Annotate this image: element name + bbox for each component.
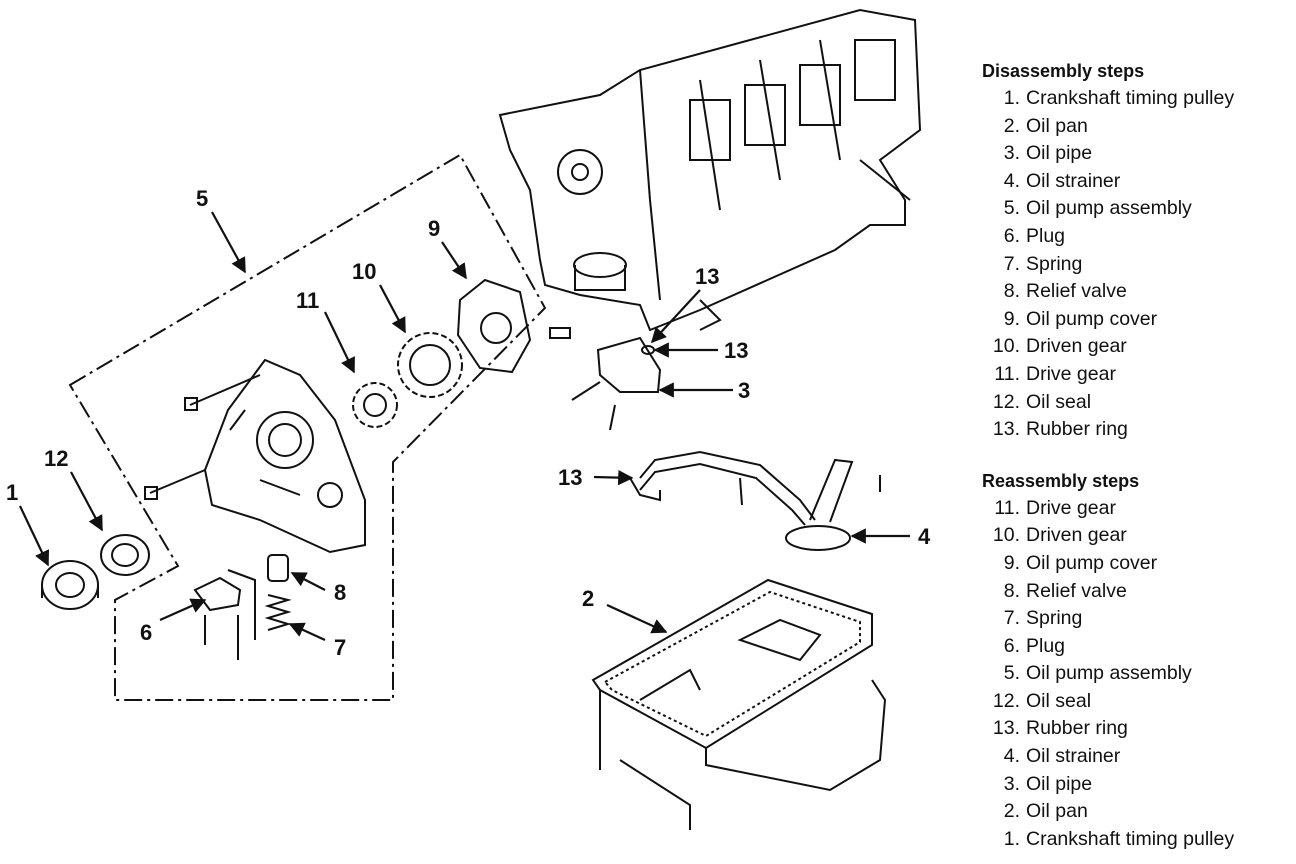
disassembly-list: 1.Crankshaft timing pulley 2.Oil pan 3.O… xyxy=(982,85,1292,444)
callout-12: 12 xyxy=(44,446,68,471)
reassembly-step: 5.Oil pump assembly xyxy=(1003,662,1192,685)
callout-7: 7 xyxy=(334,635,346,660)
callout-4: 4 xyxy=(918,524,931,549)
reassembly-step: 10.Driven gear xyxy=(992,524,1127,547)
reassembly-step: 7.Spring xyxy=(1003,607,1083,630)
reassembly-heading: Reassembly steps xyxy=(982,470,1140,491)
callout-13-pipe-ring: 13 xyxy=(724,338,748,363)
reassembly-step: 6.Plug xyxy=(1003,634,1066,657)
reassembly-list: 11.Drive gear 10.Driven gear 9.Oil pump … xyxy=(982,495,1292,854)
disassembly-heading: Disassembly steps xyxy=(982,61,1145,81)
reassembly-step: 9.Oil pump cover xyxy=(1003,551,1158,574)
callout-9: 9 xyxy=(428,216,440,241)
disassembly-step: 8.Relief valve xyxy=(1003,280,1127,303)
callout-1: 1 xyxy=(6,480,18,505)
oil-strainer xyxy=(629,450,881,551)
reassembly-step: 2.Oil pan xyxy=(1003,800,1088,823)
oil-pump-cover xyxy=(456,278,571,374)
disassembly-step: 4.Oil strainer xyxy=(1003,169,1121,192)
disassembly-step: 1.Crankshaft timing pulley xyxy=(1003,87,1235,109)
callout-13-pipe-top: 13 xyxy=(695,264,719,289)
oil-seal xyxy=(100,534,150,576)
pump-assembly-boundary xyxy=(68,153,547,701)
relief-valve xyxy=(267,554,289,582)
disassembly-step: 5.Oil pump assembly xyxy=(1003,197,1192,220)
reassembly-step: 11.Drive gear xyxy=(994,496,1116,519)
disassembly-step: 3.Oil pipe xyxy=(1003,142,1093,165)
driven-gear xyxy=(397,332,463,398)
disassembly-step: 2.Oil pan xyxy=(1003,114,1088,137)
reassembly-step: 8.Relief valve xyxy=(1003,579,1127,602)
oil-pump-body xyxy=(203,358,366,554)
reassembly-step: 4.Oil strainer xyxy=(1003,745,1121,768)
disassembly-step: 13.Rubber ring xyxy=(992,418,1128,441)
callout-3: 3 xyxy=(738,378,750,403)
exploded-view-diagram: 5 9 10 11 12 1 6 8 7 13 13 3 13 4 2 xyxy=(6,8,931,830)
reassembly-step: 1.Crankshaft timing pulley xyxy=(1003,827,1235,850)
oil-pipe xyxy=(571,336,662,431)
crankshaft-timing-pulley xyxy=(41,560,99,610)
plug xyxy=(193,569,256,660)
drive-gear xyxy=(352,382,398,428)
reassembly-step: 3.Oil pipe xyxy=(1003,772,1093,795)
reassembly-step: 12.Oil seal xyxy=(992,689,1092,712)
callout-10: 10 xyxy=(352,259,376,284)
disassembly-step: 6.Plug xyxy=(1003,224,1066,247)
pump-bolts xyxy=(144,374,261,500)
disassembly-step: 12.Oil seal xyxy=(992,390,1092,413)
callout-13-strainer: 13 xyxy=(558,465,582,490)
engine-block xyxy=(498,8,922,332)
callout-11: 11 xyxy=(296,288,319,313)
callout-8: 8 xyxy=(334,580,346,605)
leader-lines xyxy=(19,211,910,642)
reassembly-step: 13.Rubber ring xyxy=(992,717,1128,740)
disassembly-step: 11.Drive gear xyxy=(994,362,1116,385)
disassembly-step: 7.Spring xyxy=(1003,252,1083,275)
disassembly-step: 9.Oil pump cover xyxy=(1003,307,1158,330)
callout-6: 6 xyxy=(140,620,152,645)
steps-panel: Disassembly steps 1.Crankshaft timing pu… xyxy=(982,58,1292,853)
callout-5: 5 xyxy=(196,186,208,211)
disassembly-step: 10.Driven gear xyxy=(992,335,1127,358)
spring xyxy=(264,594,292,631)
oil-pan xyxy=(591,578,887,830)
callout-2: 2 xyxy=(582,586,594,611)
